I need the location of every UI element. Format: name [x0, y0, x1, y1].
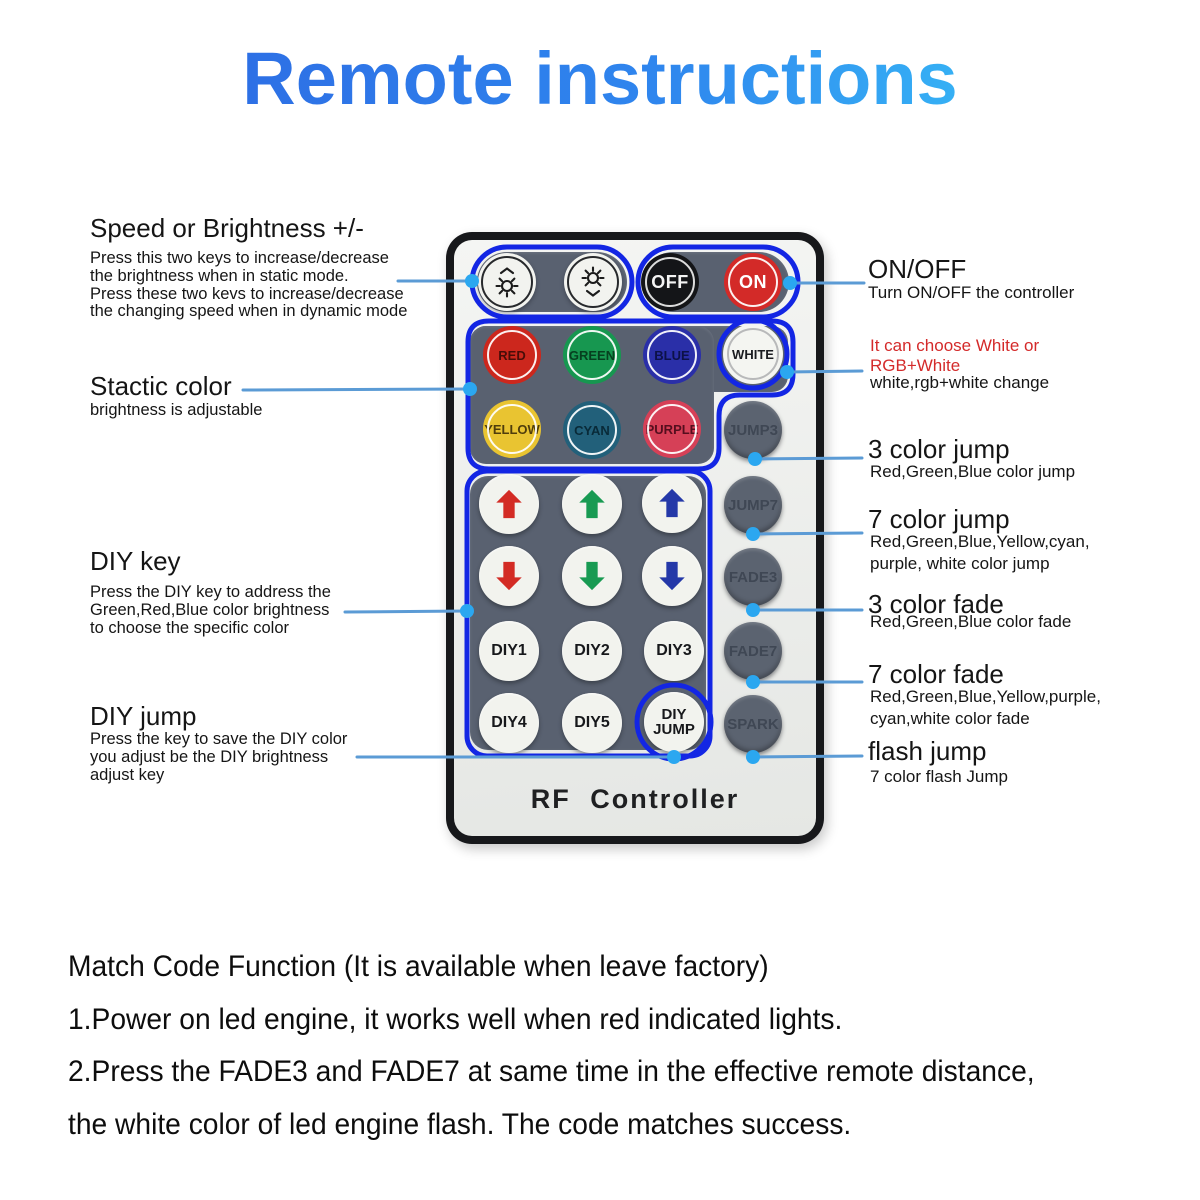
brightness-down-icon: [581, 266, 605, 297]
jump7-button[interactable]: JUMP7: [724, 476, 782, 534]
jump3-button-label: JUMP3: [727, 421, 779, 439]
diy5-button-label: DIY5: [574, 714, 610, 731]
footer-line-3: 2.Press the FADE3 and FADE7 at same time…: [68, 1055, 1035, 1088]
connector-line-static-color: [241, 387, 472, 392]
fade3-body: Red,Green,Blue color fade: [870, 612, 1072, 631]
fade3-heading: 3 color fade: [868, 589, 1004, 619]
green-button-label: GREEN: [568, 347, 616, 363]
jump7-heading: 7 color jump: [868, 504, 1010, 534]
red-down-arrow-icon: [496, 561, 522, 591]
match-code-instructions: Match Code Function (It is available whe…: [68, 941, 1035, 1151]
white-button-label: WHITE: [732, 346, 774, 362]
page-title: Remote instructions: [0, 36, 1200, 121]
off-button-label: OFF: [651, 271, 689, 292]
red-button-label: RED: [498, 347, 526, 363]
yellow-button-label: YELLOW: [484, 421, 540, 437]
on-button-label: ON: [739, 271, 767, 292]
purple-button-label: PURPLE: [645, 421, 699, 437]
yellow-button[interactable]: YELLOW: [483, 400, 541, 458]
purple-button[interactable]: PURPLE: [643, 400, 701, 458]
diy-key-heading: DIY key: [90, 546, 181, 576]
diy2-button-label: DIY2: [574, 642, 610, 659]
fade7-button[interactable]: FADE7: [724, 622, 782, 680]
diy2-button[interactable]: DIY2: [562, 621, 622, 681]
fade7-body: Red,Green,Blue,Yellow,purple, cyan,white…: [870, 687, 1101, 728]
on-off-heading: ON/OFF: [868, 254, 967, 284]
green-up-arrow-button[interactable]: [562, 474, 622, 534]
blue-down-arrow-button[interactable]: [642, 546, 702, 606]
diy1-button-label: DIY1: [491, 642, 527, 659]
jump7-button-label: JUMP7: [727, 496, 779, 514]
speed-brightness-heading: Speed or Brightness +/-: [90, 213, 364, 243]
fade3-button[interactable]: FADE3: [724, 548, 782, 606]
jump3-button[interactable]: JUMP3: [724, 401, 782, 459]
brightness-down-button[interactable]: [564, 253, 622, 311]
diy-key-body: Press the DIY key to address the Green,R…: [90, 583, 331, 637]
blue-button-label: BLUE: [654, 347, 690, 363]
green-up-arrow-icon: [579, 489, 605, 519]
cyan-button-label: CYAN: [574, 422, 610, 438]
on-off-body: Turn ON/OFF the controller: [868, 283, 1075, 302]
brightness-up-button[interactable]: [478, 253, 536, 311]
red-down-arrow-button[interactable]: [479, 546, 539, 606]
blue-up-arrow-button[interactable]: [642, 473, 702, 533]
footer-line-1: Match Code Function (It is available whe…: [68, 950, 769, 983]
flash-jump-heading: flash jump: [868, 736, 987, 766]
speed-brightness-body: Press this two keys to increase/decrease…: [90, 249, 408, 321]
footer-line-4: the white color of led engine flash. The…: [68, 1107, 852, 1141]
jump7-body: Red,Green,Blue,Yellow,cyan, purple, whit…: [870, 532, 1090, 573]
fade3-button-label: FADE3: [728, 568, 778, 586]
flash-jump-body: 7 color flash Jump: [870, 767, 1008, 786]
red-button[interactable]: RED: [483, 326, 541, 384]
diy4-button[interactable]: DIY4: [479, 693, 539, 753]
white-note-body: white,rgb+white change: [870, 373, 1050, 392]
static-color-body: brightness is adjustable: [90, 401, 263, 419]
blue-button[interactable]: BLUE: [643, 326, 701, 384]
diy3-button-label: DIY3: [656, 642, 692, 659]
fade7-button-label: FADE7: [728, 642, 778, 660]
white-note-red: It can choose White or RGB+White: [870, 336, 1040, 375]
diy3-button[interactable]: DIY3: [644, 621, 704, 681]
brightness-up-icon: [495, 267, 519, 298]
static-color-heading: Stactic color: [90, 371, 232, 401]
diy-jump-body: Press the key to save the DIY color you …: [90, 730, 348, 784]
diy4-button-label: DIY4: [491, 714, 527, 731]
red-up-arrow-icon: [496, 489, 522, 519]
diy-jump-heading: DIY jump: [90, 701, 197, 731]
green-button[interactable]: GREEN: [563, 326, 621, 384]
green-down-arrow-button[interactable]: [562, 546, 622, 606]
on-button[interactable]: ON: [724, 253, 782, 311]
jump3-heading: 3 color jump: [868, 434, 1010, 464]
green-down-arrow-icon: [579, 561, 605, 591]
off-button[interactable]: OFF: [641, 253, 699, 311]
cyan-button[interactable]: CYAN: [563, 401, 621, 459]
blue-up-arrow-icon: [659, 488, 685, 518]
red-up-arrow-button[interactable]: [479, 474, 539, 534]
jump3-body: Red,Green,Blue color jump: [870, 462, 1076, 481]
spark-button-label: SPARK: [727, 715, 779, 733]
diy5-button[interactable]: DIY5: [562, 693, 622, 753]
blue-down-arrow-icon: [659, 561, 685, 591]
rf-controller-label: RF Controller: [530, 784, 740, 814]
white-button[interactable]: WHITE: [723, 324, 783, 384]
fade7-heading: 7 color fade: [868, 659, 1004, 689]
spark-button[interactable]: SPARK: [724, 695, 782, 753]
diy1-button[interactable]: DIY1: [479, 621, 539, 681]
footer-line-2: 1.Power on led engine, it works well whe…: [68, 1002, 843, 1036]
